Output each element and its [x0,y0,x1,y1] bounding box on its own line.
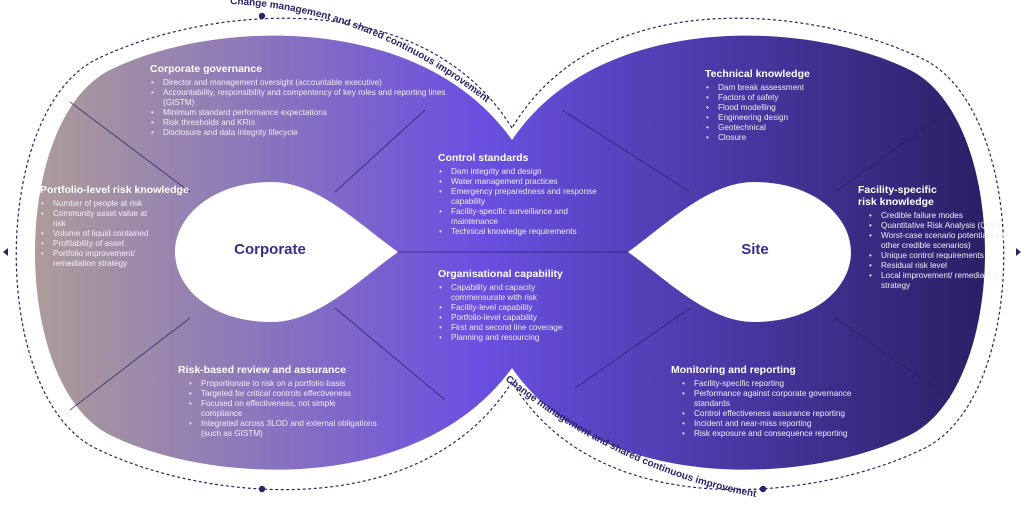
section-title: Technical knowledge [705,68,810,80]
section-list: Number of people at riskCommunity asset … [40,199,158,269]
bullet-item: Emergency preparedness and response capa… [438,187,608,207]
section-title: Monitoring and reporting [671,364,796,376]
bullet-item: Director and management oversight (accou… [150,78,450,88]
bullet-item: Proportionate to risk on a portfolio bas… [188,379,378,389]
bullet-item: Geotechnical [705,123,855,133]
site-label: Site [741,241,769,258]
bullet-item: Worst-case scenario potential (and other… [868,231,1011,251]
divider-monitoring [574,307,691,389]
section-dividers [69,101,951,411]
bullet-item: Risk thresholds and KRIs [150,118,450,128]
divider-right-bottom [834,317,951,399]
section-list: Director and management oversight (accou… [150,78,450,138]
corporate-drop-shape [175,182,398,322]
bullet-item: Capability and capacity commensurate wit… [438,283,563,303]
bullet-item: Focused on effectiveness, not simple com… [188,399,378,419]
bullet-item: Portfolio-level capability [438,313,563,323]
technical-knowledge-section: Technical knowledge Dam break assessment… [705,68,855,143]
section-list: Dam break assessmentFactors of safetyFlo… [705,83,855,143]
bullet-item: Planning and resourcing [438,333,563,343]
bullet-item: Dam integrity and design [438,167,608,177]
corporate-governance-section: Corporate governance Director and manage… [150,63,450,138]
bullet-item: Quantitative Risk Analysis (QRA) [868,221,1011,231]
bullet-item: Performance against corporate governance… [681,389,876,409]
infinity-band [35,35,985,470]
bullet-item: Control effectiveness assurance reportin… [681,409,876,419]
bullet-item: Flood modelling [705,103,855,113]
bullet-item: Local improvement/ remediation strategy [868,271,1011,291]
loop-arrow-left [3,248,8,256]
control-standards-section: Control standards Dam integrity and desi… [438,152,608,237]
section-title: Control standards [438,152,529,164]
section-title: Corporate governance [150,63,263,75]
section-title: Risk-based review and assurance [178,364,347,376]
bullet-item: Unique control requirements [868,251,1011,261]
section-list: Facility-specific reportingPerformance a… [671,379,876,439]
bullet-item: Residual risk level [868,261,1011,271]
bullet-item: Facility-level capability [438,303,563,313]
bullet-item: Community asset value at risk [40,209,158,229]
section-title: Facility-specific risk knowledge [858,184,937,208]
bullet-item: Targeted for critical controls effective… [188,389,378,399]
bullet-item: Risk exposure and consequence reporting [681,429,876,439]
section-list: Dam integrity and designWater management… [438,167,608,237]
risk-review-section: Risk-based review and assurance Proporti… [178,364,378,439]
loop-marker-top [258,12,266,20]
site-drop-shape [628,182,851,322]
bullet-item: Facility-specific surveillance and maint… [438,207,608,227]
bullet-item: Volume of liquid contained [40,229,158,239]
section-title: Portfolio-level risk knowledge [40,184,189,196]
divider-right-top [834,109,951,193]
bullet-item: Technical knowledge requirements [438,227,608,237]
divider-left-bottom [69,317,191,411]
loop-arrow-right [1016,248,1021,256]
divider-technical [561,109,691,193]
bullet-item: Minimum standard performance expectation… [150,108,450,118]
bullet-item: Closure [705,133,855,143]
bullet-item: Profitability of asset [40,239,158,249]
bullet-item: Water management practices [438,177,608,187]
bullet-item: Engineering design [705,113,855,123]
section-list: Capability and capacity commensurate wit… [438,283,563,343]
outer-dashed-loop [15,17,1005,491]
bullet-item: Accountability, responsibility and compe… [150,88,450,108]
bullet-item: Disclosure and data integrity lifecycle [150,128,450,138]
bullet-item: Incident and near-miss reporting [681,419,876,429]
bullet-item: Facility-specific reporting [681,379,876,389]
org-capability-section: Organisational capability Capability and… [438,268,608,343]
bullet-item: Credible failure modes [868,211,1011,221]
loop-markers [3,12,1021,493]
bullet-item: Number of people at risk [40,199,158,209]
facility-risk-section: Facility-specific risk knowledge Credibl… [858,184,1018,291]
bullet-item: Dam break assessment [705,83,855,93]
portfolio-risk-section: Portfolio-level risk knowledge Number of… [40,184,190,269]
section-title: Organisational capability [438,268,563,280]
section-list: Proportionate to risk on a portfolio bas… [178,379,378,439]
section-list: Credible failure modesQuantitative Risk … [858,211,1011,291]
bullet-item: First and second line coverage [438,323,563,333]
divider-review [334,307,446,401]
monitoring-section: Monitoring and reporting Facility-specif… [671,364,876,439]
bullet-item: Integrated across 3LOD and external obli… [188,419,378,439]
bullet-item: Factors of safety [705,93,855,103]
loop-marker-bottom-left [258,485,266,493]
loop-marker-bottom-right [759,485,767,493]
divider-left-top [69,101,191,193]
corporate-label: Corporate [234,241,306,258]
bullet-item: Portfolio improvement/ remediation strat… [40,249,158,269]
